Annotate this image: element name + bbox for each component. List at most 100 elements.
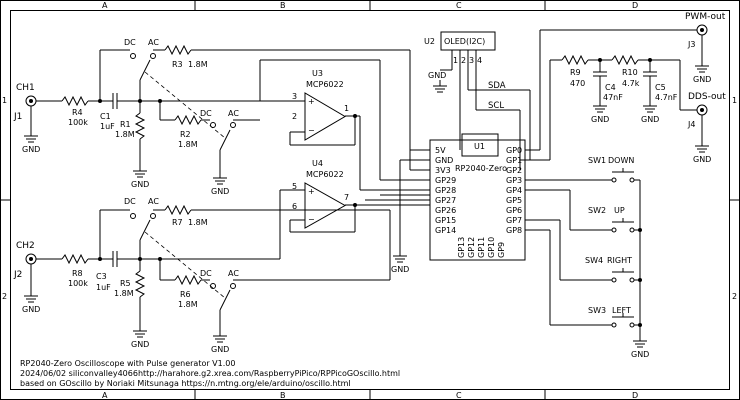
ch1-gnd-icon xyxy=(23,129,39,143)
svg-text:−: − xyxy=(308,215,315,224)
c1-val: 1uF xyxy=(100,122,115,131)
j2-label: J2 xyxy=(13,270,22,280)
r5-val: 1.8M xyxy=(114,289,134,298)
mcu-pin-gp28: GP28 xyxy=(435,186,456,195)
r3-val: 1.8M xyxy=(188,60,208,69)
col-label-d-bottom: D xyxy=(632,391,638,400)
pwm-gnd-label: GND xyxy=(693,75,711,84)
r8-ref: R8 xyxy=(72,269,83,278)
scl-label: SCL xyxy=(488,101,504,111)
ch2-gnd2-label: GND xyxy=(131,340,149,349)
row-label-2: 2 xyxy=(2,292,7,301)
r9-ref: R9 xyxy=(570,68,581,77)
ch2-input-section: CH2 J2 GND R8 100k C3 1uF DC AC R7 1.8M xyxy=(13,159,430,354)
mcu-pin-gp7: GP7 xyxy=(506,216,522,225)
ch2-sw-dc: DC xyxy=(124,197,136,206)
r10-val: 4.7k xyxy=(622,79,640,88)
c3-val: 1uF xyxy=(96,283,111,292)
u4-part: MCP6022 xyxy=(306,170,344,179)
mcu-pin-gp1: GP1 xyxy=(506,156,522,165)
c4-gnd-label: GND xyxy=(591,115,609,124)
u3-ref: U3 xyxy=(312,69,323,78)
col-label-a-bottom: A xyxy=(102,391,108,400)
sda-label: SDA xyxy=(488,81,506,91)
ch1-gnd-label: GND xyxy=(22,145,40,154)
col-label-d: D xyxy=(632,1,638,10)
ch1-gnd3-label: GND xyxy=(211,187,229,196)
u4-ref: U4 xyxy=(312,159,323,168)
mcu-pin-gp26: GP26 xyxy=(435,206,456,215)
sw1-ref: SW1 xyxy=(588,156,606,165)
dds-gnd-label: GND xyxy=(693,155,711,164)
r7-ref: R7 xyxy=(172,218,183,227)
pwm-jack-icon xyxy=(696,24,708,36)
mcu-pin-gp11: GP11 xyxy=(477,237,486,258)
mcu-pin-gp3: GP3 xyxy=(506,176,522,185)
footer-line-3: based on GOscillo by Noriaki Mitsunaga h… xyxy=(20,379,351,388)
ch1-sw2-dc: DC xyxy=(200,109,212,118)
oled-pin-3: 3 xyxy=(469,56,474,65)
ch2-label: CH2 xyxy=(16,241,35,251)
r6-ref: R6 xyxy=(180,290,191,299)
footer-line-2: 2024/06/02 siliconvalley4066http://harah… xyxy=(20,369,400,378)
ch1-gnd2-label: GND xyxy=(131,180,149,189)
mcu-pin-3v3: 3V3 xyxy=(435,166,451,175)
mcu-pin-gp4: GP4 xyxy=(506,186,522,195)
sw3-name: LEFT xyxy=(612,306,631,315)
mcu-pin-gp29: GP29 xyxy=(435,176,456,185)
sw3-ref: SW3 xyxy=(588,306,606,315)
mcu-pin-gp9: GP9 xyxy=(497,242,506,258)
dds-out-label: DDS-out xyxy=(688,92,726,102)
mcu-pin-gp10: GP10 xyxy=(487,237,496,258)
oled-name: OLED(I2C) xyxy=(444,37,485,46)
c1-ref: C1 xyxy=(100,112,111,121)
ch2-sw-ac: AC xyxy=(148,197,159,206)
sw2-name: UP xyxy=(614,206,625,215)
c3-ref: C3 xyxy=(96,272,107,281)
r6-val: 1.8M xyxy=(178,300,198,309)
col-label-b: B xyxy=(280,1,286,10)
mcu-pin-gp8: GP8 xyxy=(506,226,522,235)
r7-val: 1.8M xyxy=(188,218,208,227)
ch1-gnd2-icon xyxy=(132,164,148,178)
filter-and-outputs: PWM-out J3 GND R9 470 C4 47nF GND R10 4.… xyxy=(525,12,726,164)
c4-val: 47nF xyxy=(603,93,623,102)
ch1-label: CH1 xyxy=(16,83,35,93)
j4-label: J4 xyxy=(687,120,695,129)
svg-text:+: + xyxy=(308,187,315,196)
rp2040-zero-module: U1 RP2040-Zero 5V GND 3V3 GP29 GP28 GP27… xyxy=(365,133,526,274)
col-label-c-bottom: C xyxy=(456,391,462,400)
u3-opamp-icon xyxy=(304,92,346,141)
mcu-pin-gp2: GP2 xyxy=(506,166,522,175)
row-label-1: 1 xyxy=(2,96,7,105)
mcu-pin-5v: 5V xyxy=(435,146,446,155)
dds-gnd-icon xyxy=(694,139,710,153)
c4-ref: C4 xyxy=(605,83,616,92)
r4-val: 100k xyxy=(68,118,88,127)
mcu-pin-gp6: GP6 xyxy=(506,206,522,215)
r8-val: 100k xyxy=(68,279,88,288)
ch1-gnd3-icon xyxy=(212,171,228,185)
mcu-pin-gnd: GND xyxy=(435,156,453,165)
u3-pin-out: 1 xyxy=(344,104,349,113)
u1-ref: U1 xyxy=(474,142,485,151)
c5-gnd-label: GND xyxy=(641,115,659,124)
mcu-pin-gp12: GP12 xyxy=(467,237,476,258)
r1-val: 1.8M xyxy=(115,130,135,139)
sw1-name: DOWN xyxy=(608,156,634,165)
ch1-jack-icon xyxy=(25,95,37,107)
pwm-out-label: PWM-out xyxy=(685,12,726,22)
mcu-pin-gp15: GP15 xyxy=(435,216,456,225)
col-label-a: A xyxy=(102,1,108,10)
sw2-ref: SW2 xyxy=(588,206,606,215)
u4-opamp-icon xyxy=(304,182,347,229)
r3-ref: R3 xyxy=(172,60,183,69)
mcu-pin-gp0: GP0 xyxy=(506,146,522,155)
mcu-name: RP2040-Zero xyxy=(455,164,507,173)
u4-pin-plus: 5 xyxy=(292,182,297,191)
dds-jack-icon xyxy=(696,104,708,116)
col-label-b-bottom: B xyxy=(280,391,286,400)
r2-ref: R2 xyxy=(180,130,191,139)
r10-ref: R10 xyxy=(622,68,638,77)
